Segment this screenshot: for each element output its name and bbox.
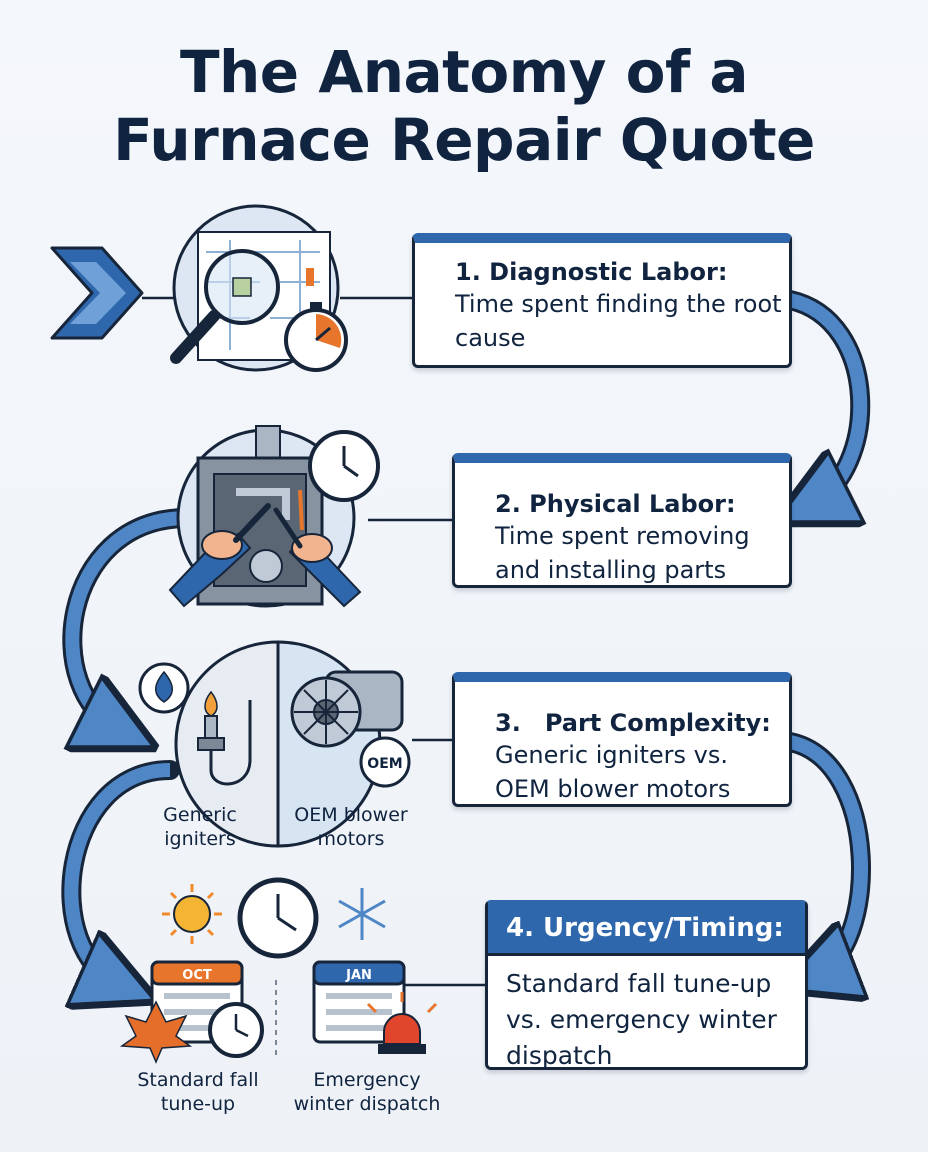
maple-leaf-icon <box>119 1000 193 1064</box>
step-2-description: Time spent removing and installing parts <box>495 522 750 584</box>
jan-calendar-icon: JAN <box>312 960 406 1044</box>
page-title: The Anatomy of a Furnace Repair Quote <box>0 38 928 174</box>
step-1-description: Time spent finding the root cause <box>455 290 782 352</box>
step-4-heading: 4. Urgency/Timing: <box>488 903 805 956</box>
caption-emergency-winter-dispatch: Emergency winter dispatch <box>293 1069 441 1115</box>
step-card-physical-labor: 2. Physical Labor: Time spent removing a… <box>452 453 792 588</box>
hands-with-tools-icon <box>168 503 362 608</box>
step-4-description: Standard fall tune-up vs. emergency wint… <box>506 969 777 1070</box>
caption-standard-fall-tune-up: Standard fall tune-up <box>137 1069 259 1115</box>
caption-generic-igniters: Generic igniters <box>163 804 237 850</box>
emergency-light-icon <box>366 992 438 1054</box>
sun-icon <box>162 884 222 944</box>
step-card-diagnostic-labor: 1. Diagnostic Labor: Time spent finding … <box>412 233 792 368</box>
magnifier-icon <box>170 249 280 364</box>
oem-badge-icon: OEM <box>359 736 411 788</box>
part-complexity-illustration: OEM <box>138 640 411 848</box>
diagnostic-illustration <box>170 204 348 372</box>
urgency-illustration: OCT JAN <box>119 877 438 1064</box>
oem-badge-label: OEM <box>367 756 402 772</box>
blower-motor-icon <box>290 670 404 748</box>
step-2-heading: 2. Physical Labor: <box>495 490 736 518</box>
connector-lines <box>142 296 486 987</box>
step-card-urgency-timing: 4. Urgency/Timing: Standard fall tune-up… <box>485 900 808 1070</box>
step-card-part-complexity: 3. Part Complexity: Generic igniters vs.… <box>452 672 792 807</box>
step-1-heading: 1. Diagnostic Labor: <box>455 258 728 286</box>
snowflake-icon <box>338 888 386 940</box>
title-line-2: Furnace Repair Quote <box>113 106 815 174</box>
entry-chevron-icon <box>50 246 144 340</box>
flame-badge-icon <box>138 662 190 714</box>
jan-label: JAN <box>345 968 372 983</box>
title-line-1: The Anatomy of a <box>179 38 749 106</box>
oct-label: OCT <box>182 968 212 983</box>
step-3-heading: 3. Part Complexity: <box>495 709 771 737</box>
small-clock-icon <box>208 1002 264 1058</box>
wall-clock-icon <box>237 877 319 959</box>
clock-icon <box>308 430 380 502</box>
stopwatch-icon <box>284 302 348 372</box>
igniter-icon <box>197 690 252 786</box>
furnace-repair-illustration <box>168 425 380 608</box>
caption-oem-blower-motors: OEM blower motors <box>294 804 408 850</box>
flow-arrows <box>61 290 871 985</box>
step-3-description: Generic igniters vs. OEM blower motors <box>495 741 731 803</box>
